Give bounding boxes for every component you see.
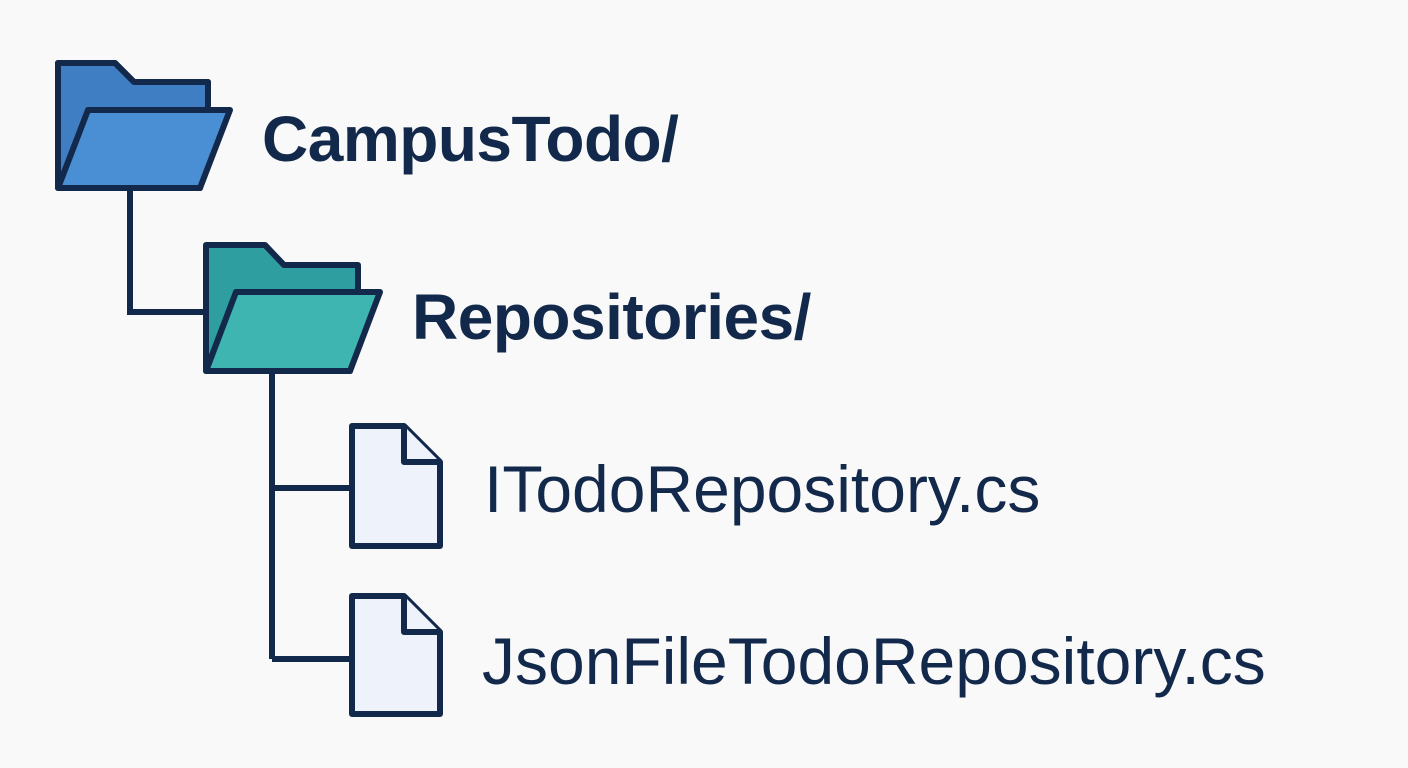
file-name-jsonfiletodorepository: JsonFileTodoRepository.cs — [482, 624, 1266, 698]
root-folder-front — [55, 107, 233, 191]
tree-node-itodorepository[interactable]: ITodoRepository.cs — [484, 456, 1040, 522]
tree-connectors — [127, 190, 352, 662]
tree-node-repositories[interactable]: Repositories/ — [412, 281, 811, 353]
itodorepository-file-icon[interactable] — [349, 423, 443, 549]
repositories-folder-icon[interactable] — [203, 242, 383, 374]
root-folder-icon[interactable] — [55, 60, 233, 191]
folder-name-repositories: Repositories/ — [412, 281, 811, 353]
repositories-folder-front — [203, 289, 383, 374]
connector-root-to-repositories — [127, 190, 212, 315]
file-1-body — [349, 423, 443, 549]
tree-node-jsonfiletodorepository[interactable]: JsonFileTodoRepository.cs — [482, 628, 1266, 694]
file-2-body — [349, 593, 443, 717]
file-2-fold — [401, 596, 440, 635]
folder-name-campustodo: CampusTodo/ — [262, 103, 679, 175]
file-name-itodorepository: ITodoRepository.cs — [484, 452, 1041, 526]
file-1-fold — [401, 426, 440, 465]
tree-node-campustodo[interactable]: CampusTodo/ — [262, 103, 679, 175]
jsonfiletodorepository-file-icon[interactable] — [349, 593, 443, 717]
